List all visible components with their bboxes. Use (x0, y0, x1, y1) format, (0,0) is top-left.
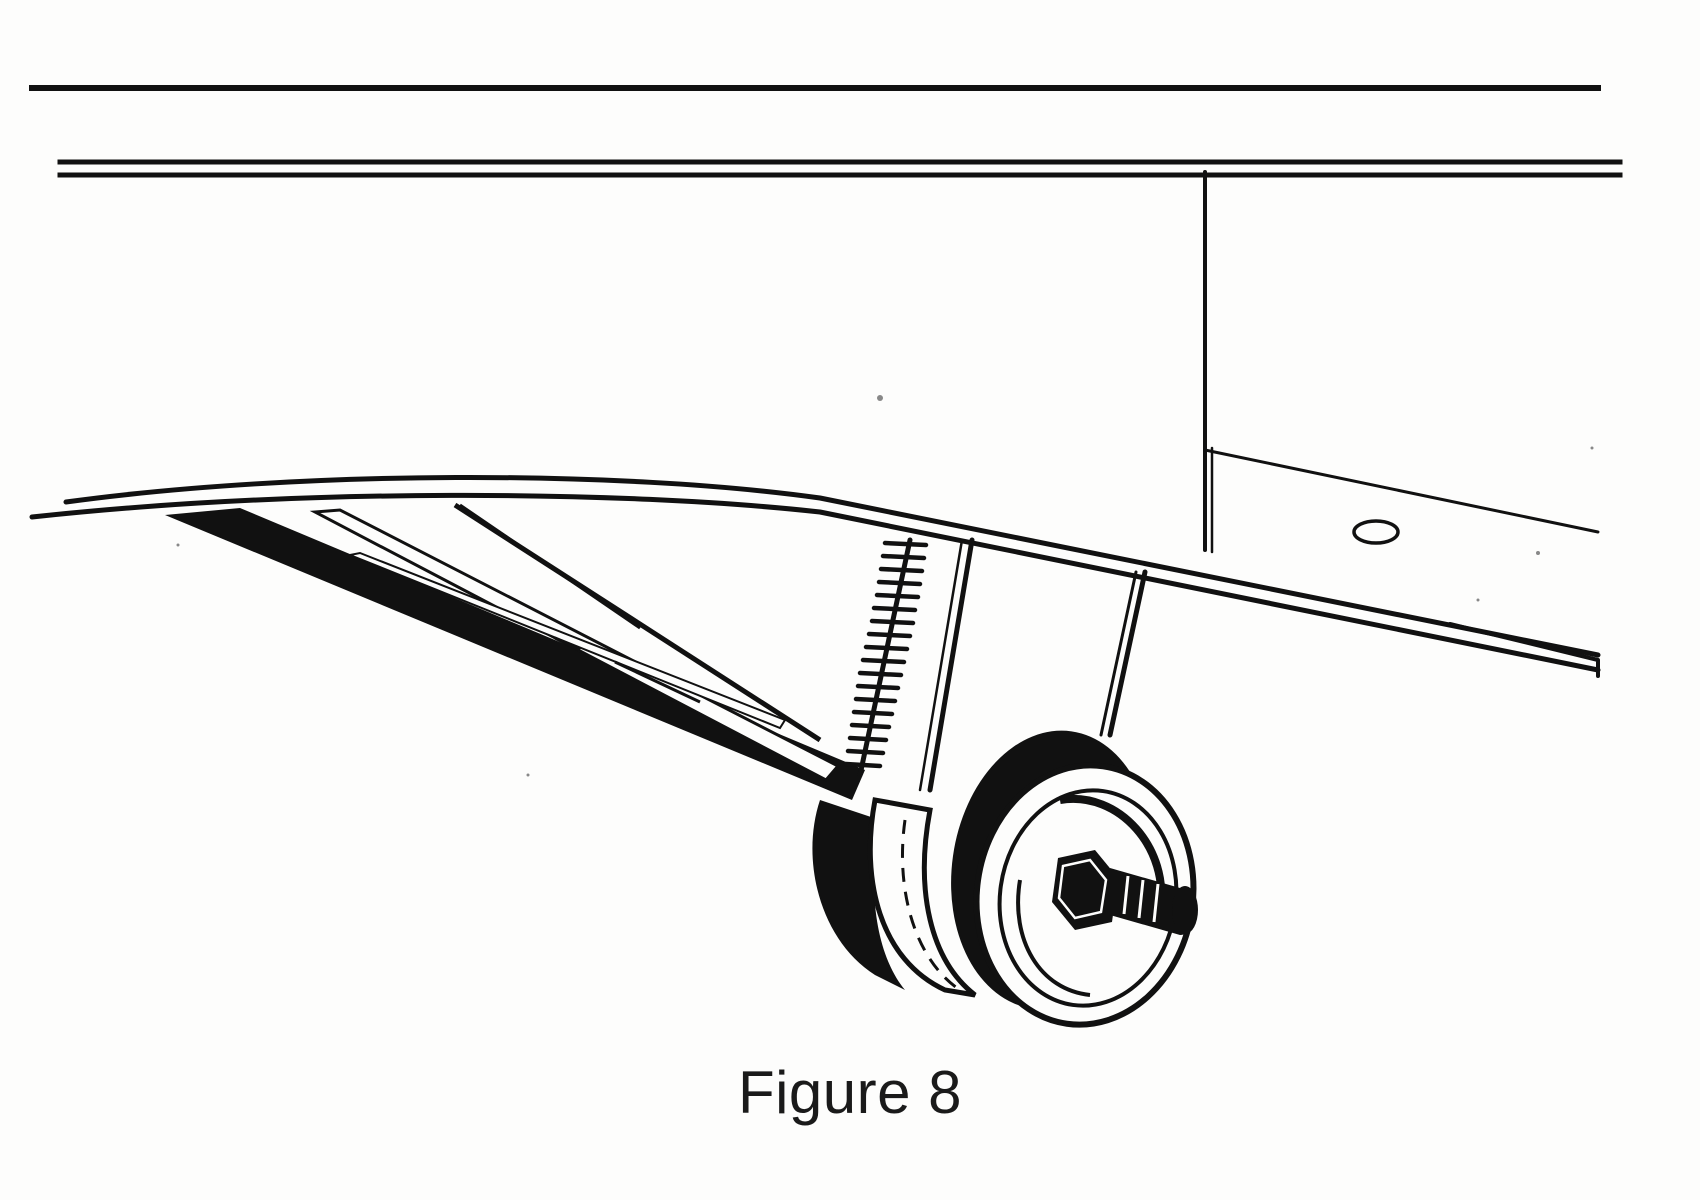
mounting-hole (1352, 519, 1400, 545)
shackle-arm (857, 537, 1148, 793)
figure-caption: Figure 8 (737, 1059, 963, 1126)
body-panel (1203, 170, 1600, 554)
spring-eye-bushing (812, 797, 977, 998)
leaf-spring (29, 475, 1601, 678)
threaded-stud (1110, 868, 1198, 935)
shackle-hatching (843, 540, 929, 769)
strut-brace (165, 502, 865, 800)
hex-nut (1052, 850, 1118, 930)
scan-specks (176, 395, 1594, 777)
upper-rail (29, 85, 1623, 178)
